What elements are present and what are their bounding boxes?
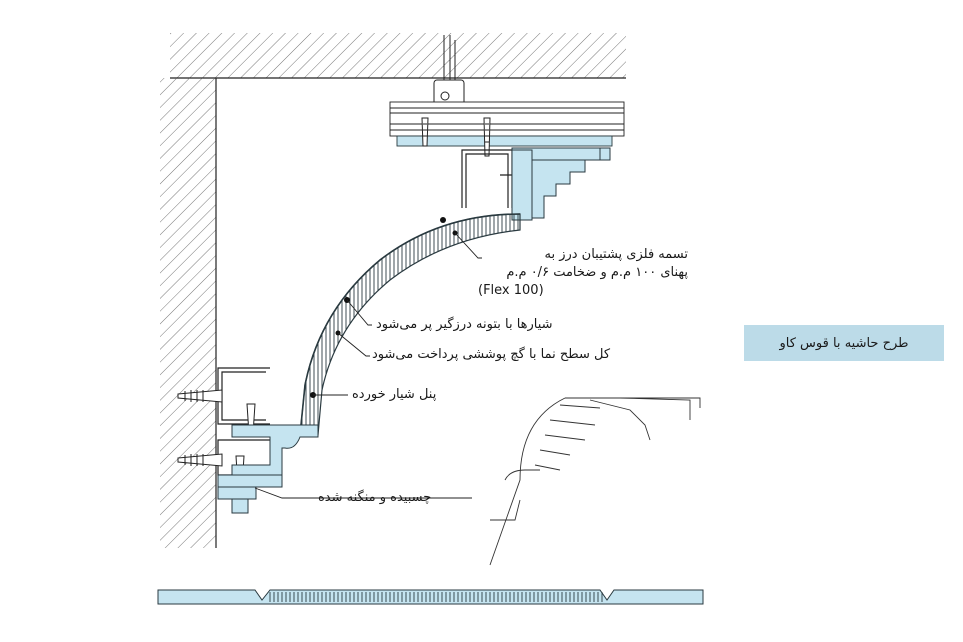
anchor-icons	[177, 389, 223, 467]
label-glued: چسبیده و منگنه شده	[318, 490, 432, 505]
main-channel	[389, 101, 625, 147]
label-strap-line2: پهنای ۱۰۰ م.م و ضخامت ۰/۶ م.م	[506, 265, 688, 280]
lower-stepped-boards	[217, 424, 319, 514]
diagram-title: طرح حاشیه با قوس کاو	[779, 335, 909, 351]
ceiling-slab	[170, 33, 626, 79]
leader-lines	[254, 232, 482, 499]
flat-grooved-panel	[157, 589, 704, 605]
cornice-sketch	[489, 397, 701, 566]
label-strap-line3: (Flex 100)	[478, 283, 544, 298]
top-stepped-boards	[511, 147, 611, 221]
label-grooves: شیارها با بتونه درزگیر پر می‌شود	[376, 317, 553, 332]
wall	[160, 78, 217, 548]
label-surface: کل سطح نما با گچ پوششی پرداخت می‌شود	[372, 347, 611, 362]
label-panel: پنل شیار خورده	[352, 387, 437, 402]
label-strap-line1: تسمه فلزی پشتیبان درز به	[544, 247, 688, 262]
screw-icons	[421, 117, 491, 157]
title-box: طرح حاشیه با قوس کاو	[744, 325, 944, 361]
